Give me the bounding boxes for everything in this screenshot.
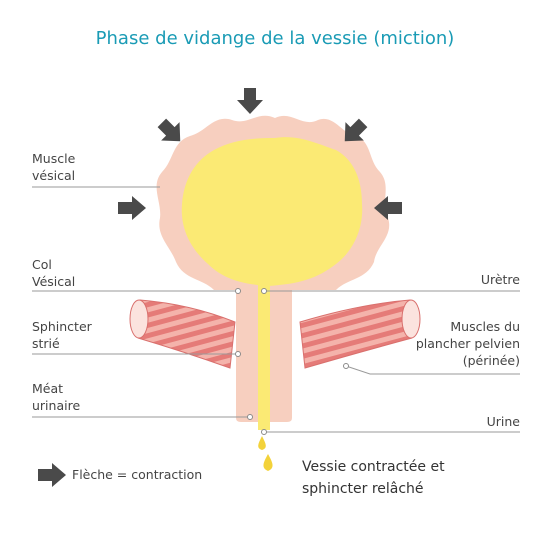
leader-lines xyxy=(32,186,520,433)
label-muscle-vesical: Muscle vésical xyxy=(32,151,76,183)
label-col-vesical: Col Vésical xyxy=(32,257,76,289)
label-meat-urinaire: Méat urinaire xyxy=(32,381,81,413)
urine-stream xyxy=(258,280,270,430)
urine-drop-1 xyxy=(258,436,266,450)
contraction-arrows xyxy=(118,88,402,220)
urine-drop-2 xyxy=(263,454,273,471)
right-muscle-bundle xyxy=(299,299,421,369)
summary-text: Vessie contractée et sphincter relâché xyxy=(302,459,445,497)
leader-dots xyxy=(235,288,349,435)
label-muscles-plancher-pelvien: Muscles du plancher pelvien (périnée) xyxy=(415,319,520,368)
legend-text: Flèche = contraction xyxy=(72,467,203,482)
bladder-urine xyxy=(181,137,363,286)
arrow-right-icon xyxy=(374,196,402,220)
label-urine: Urine xyxy=(486,414,520,429)
arrow-left-icon xyxy=(118,196,146,220)
arrow-top-left-icon xyxy=(157,118,181,142)
arrow-top-icon xyxy=(237,88,263,114)
arrow-top-right-icon xyxy=(344,118,368,142)
label-uretre: Urètre xyxy=(480,272,520,287)
legend-arrow-icon xyxy=(38,463,66,487)
page-title: Phase de vidange de la vessie (miction) xyxy=(95,28,455,49)
label-sphincter-strie: Sphincter strié xyxy=(32,319,92,351)
left-muscle-bundle xyxy=(129,299,236,369)
